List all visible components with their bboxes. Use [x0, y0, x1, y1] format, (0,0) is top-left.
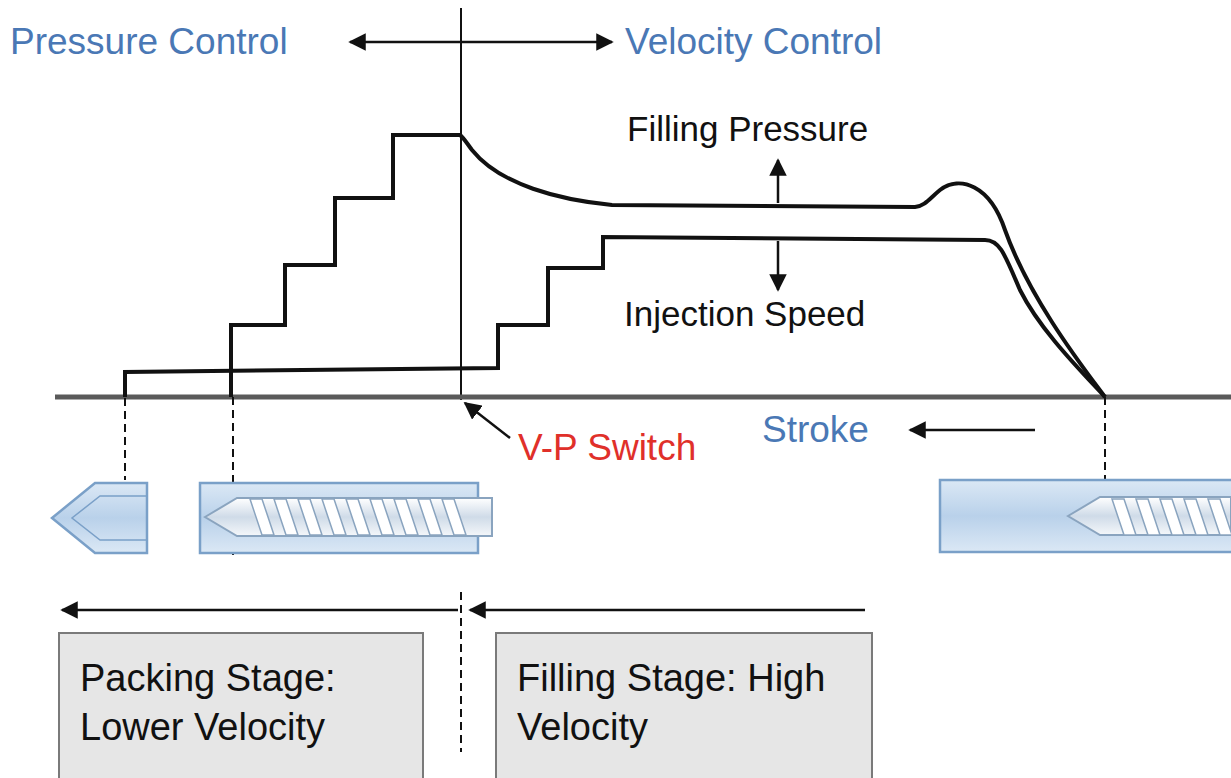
curve-label: Injection Speed	[624, 295, 865, 334]
v-p-divider	[460, 8, 462, 400]
stroke-arrow	[910, 429, 1035, 432]
nozzle-inner	[72, 496, 147, 540]
thread	[322, 499, 346, 535]
thread	[298, 499, 322, 535]
barrel	[940, 480, 1231, 552]
stage-box: Filling Stage: High Velocity	[495, 632, 873, 778]
region-label: Pressure Control	[10, 22, 288, 63]
thread	[274, 499, 298, 535]
thread	[1208, 499, 1231, 535]
thread	[1112, 499, 1136, 535]
screw	[1068, 497, 1231, 535]
thread	[394, 499, 418, 535]
nozzle	[52, 483, 147, 553]
stage-arrow	[62, 609, 458, 612]
thread	[418, 499, 442, 535]
stage-text: Filling Stage: High Velocity	[517, 654, 853, 753]
switch-label: V-P Switch	[518, 428, 696, 469]
stage-arrow	[470, 609, 865, 612]
control-arrow	[350, 41, 612, 44]
speed-curve	[125, 237, 1105, 397]
thread	[250, 499, 274, 535]
thread	[1136, 499, 1160, 535]
thread	[442, 499, 466, 535]
switch-leader	[465, 403, 510, 438]
thread	[346, 499, 370, 535]
pressure-leader	[777, 160, 780, 203]
stage-box: Packing Stage: Lower Velocity	[58, 632, 424, 778]
curve-label: Filling Pressure	[627, 110, 868, 149]
thread	[1184, 499, 1208, 535]
screw-threads	[1112, 499, 1231, 535]
screw-threads	[250, 499, 466, 535]
speed-leader	[777, 241, 780, 290]
thread	[1160, 499, 1184, 535]
pressure-curve	[231, 135, 1105, 397]
screw	[205, 498, 492, 536]
thread	[370, 499, 394, 535]
region-label: Velocity Control	[625, 22, 882, 63]
stage-text: Packing Stage: Lower Velocity	[80, 654, 404, 753]
axis-label: Stroke	[762, 410, 869, 451]
